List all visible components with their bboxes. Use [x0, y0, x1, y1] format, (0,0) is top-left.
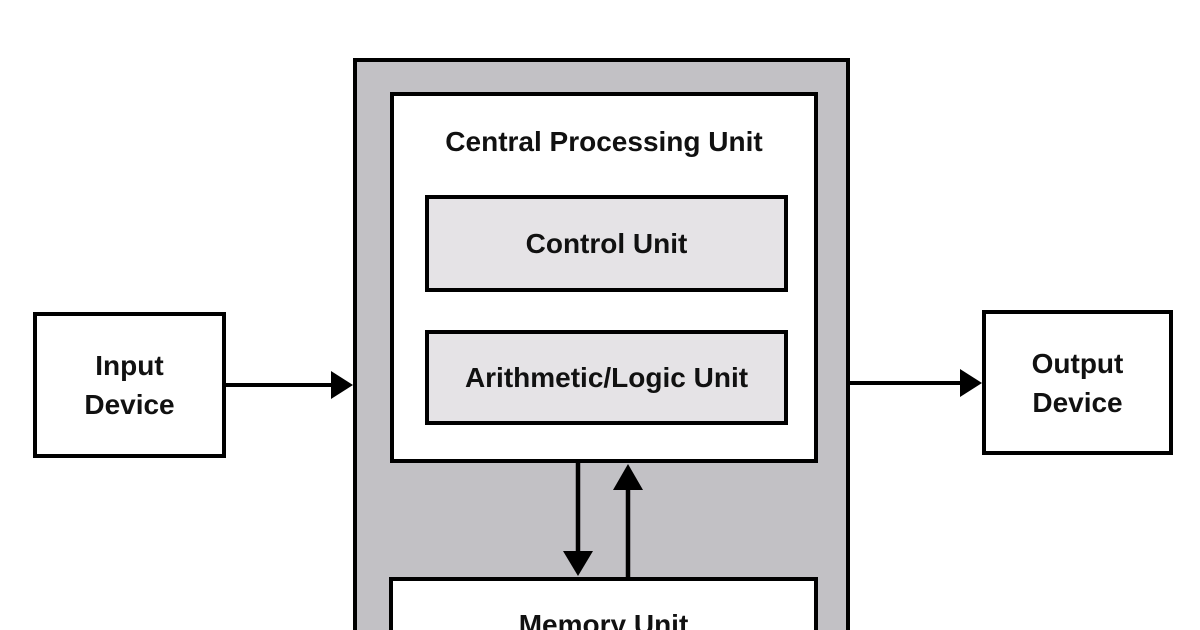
input-device-box: Input Device: [33, 312, 226, 458]
arrow-cpu-to-output: [850, 369, 982, 397]
cpu-title: Central Processing Unit: [445, 126, 763, 157]
alu-box: Arithmetic/Logic Unit: [425, 330, 788, 425]
arrow-input-to-cpu: [226, 371, 353, 399]
output-device-box: Output Device: [982, 310, 1173, 455]
memory-unit-box: Memory Unit: [389, 577, 818, 630]
control-unit-box: Control Unit: [425, 195, 788, 292]
